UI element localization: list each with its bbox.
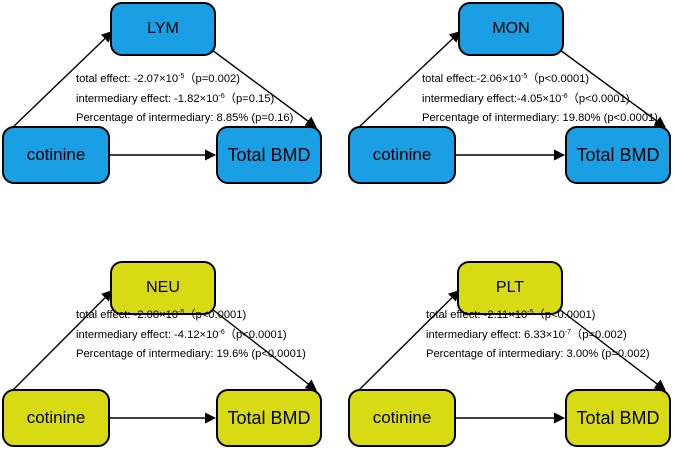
exponent: -6 — [218, 328, 225, 336]
effect-statistics: total effect: -2.08×10-5（p<0.0001)interm… — [76, 306, 306, 365]
p-value: （p<0.0001) — [567, 92, 630, 105]
effect-statistics: total effect: -2.07×10-5（p=0.002)interme… — [76, 70, 293, 129]
mediator-node: LYM — [110, 2, 216, 56]
effect-value: intermediary effect: -1.82×10 — [76, 92, 219, 105]
effect-value: intermediary effect: -4.12×10 — [76, 328, 219, 341]
target-node: Total BMD — [565, 126, 671, 184]
intermediary-effect-text: intermediary effect: -1.82×10-6（p=0.15) — [76, 90, 293, 110]
edges — [357, 30, 666, 161]
effect-value: intermediary effect: 6.33×10 — [426, 328, 565, 341]
edges — [11, 289, 317, 424]
effect-value: total effect: -2.07×10 — [76, 73, 179, 85]
p-value: （p=0.15) — [224, 92, 275, 105]
effect-statistics: total effect:-2.06×10-5（p<0.0001)interme… — [422, 70, 658, 129]
edges — [11, 30, 317, 161]
source-node: cotinine — [348, 389, 456, 447]
mediation-panel-neu: NEU cotinine Total BMD total effect: -2.08×… — [0, 231, 330, 456]
intermediary-effect-text: intermediary effect:-4.05×10-6（p<0.0001) — [422, 90, 658, 110]
arrow-source-to-mediator — [357, 289, 460, 392]
exponent: -5 — [178, 73, 185, 80]
effect-value: total effect: -2.11×10 — [426, 309, 528, 321]
p-value: （p<0.0001) — [527, 73, 590, 85]
arrow-mediator-to-target — [211, 308, 317, 391]
source-node: cotinine — [348, 126, 456, 184]
source-node: cotinine — [2, 126, 110, 184]
mediator-node: NEU — [110, 261, 216, 315]
edges — [357, 289, 666, 424]
effect-statistics: total effect: -2.11×10-5（p<0.0001)interm… — [426, 306, 650, 365]
percentage-intermediary-text: Percentage of intermediary: 3.00% (p=0.0… — [426, 345, 650, 365]
effect-value: Percentage of intermediary: 19.80% (p<0.… — [422, 112, 659, 124]
effect-value: total effect:-2.06×10 — [422, 73, 521, 85]
percentage-intermediary-text: Percentage of intermediary: 19.6% (p<0.0… — [76, 345, 306, 365]
arrow-source-to-mediator — [11, 289, 113, 392]
target-node: Total BMD — [216, 126, 322, 184]
effect-value: Percentage of intermediary: 8.85% (p=0.1… — [76, 112, 294, 124]
target-node: Total BMD — [565, 389, 671, 447]
effect-value: Percentage of intermediary: 19.6% (p<0.0… — [76, 348, 306, 360]
arrow-source-to-mediator — [11, 30, 113, 129]
p-value: （p<0.0001) — [533, 309, 596, 321]
exponent: -5 — [178, 309, 185, 316]
mediator-node: PLT — [457, 261, 563, 315]
percentage-intermediary-text: Percentage of intermediary: 8.85% (p=0.1… — [76, 109, 293, 129]
p-value: （p<0.0001) — [184, 309, 247, 321]
effect-value: total effect: -2.08×10 — [76, 309, 179, 321]
arrow-mediator-to-target — [211, 49, 317, 128]
mediation-panel-plt: PLT cotinine Total BMD total effect: -2.11×… — [345, 231, 675, 456]
source-node: cotinine — [2, 389, 110, 447]
total-effect-text: total effect: -2.08×10-5（p<0.0001) — [76, 306, 306, 326]
p-value: （p<0.0001) — [224, 328, 287, 341]
target-node: Total BMD — [216, 389, 322, 447]
p-value: （p=0.002) — [184, 73, 241, 85]
exponent: -5 — [527, 309, 534, 316]
exponent: -6 — [218, 92, 225, 100]
effect-value: Percentage of intermediary: 3.00% (p=0.0… — [426, 348, 650, 360]
total-effect-text: total effect:-2.06×10-5（p<0.0001) — [422, 70, 658, 90]
exponent: -7 — [564, 328, 572, 336]
mediator-node: MON — [458, 2, 564, 56]
intermediary-effect-text: intermediary effect: 6.33×10-7（p=0.002) — [426, 326, 650, 346]
exponent: -5 — [521, 73, 528, 80]
exponent: -6 — [561, 92, 568, 100]
arrow-mediator-to-target — [558, 308, 666, 391]
total-effect-text: total effect: -2.07×10-5（p=0.002) — [76, 70, 293, 90]
arrow-mediator-to-target — [559, 49, 666, 128]
intermediary-effect-text: intermediary effect: -4.12×10-6（p<0.0001… — [76, 326, 306, 346]
p-value: （p=0.002) — [571, 328, 627, 341]
arrow-source-to-mediator — [357, 30, 461, 129]
percentage-intermediary-text: Percentage of intermediary: 19.80% (p<0.… — [422, 109, 658, 129]
total-effect-text: total effect: -2.11×10-5（p<0.0001) — [426, 306, 650, 326]
effect-value: intermediary effect:-4.05×10 — [422, 92, 562, 105]
